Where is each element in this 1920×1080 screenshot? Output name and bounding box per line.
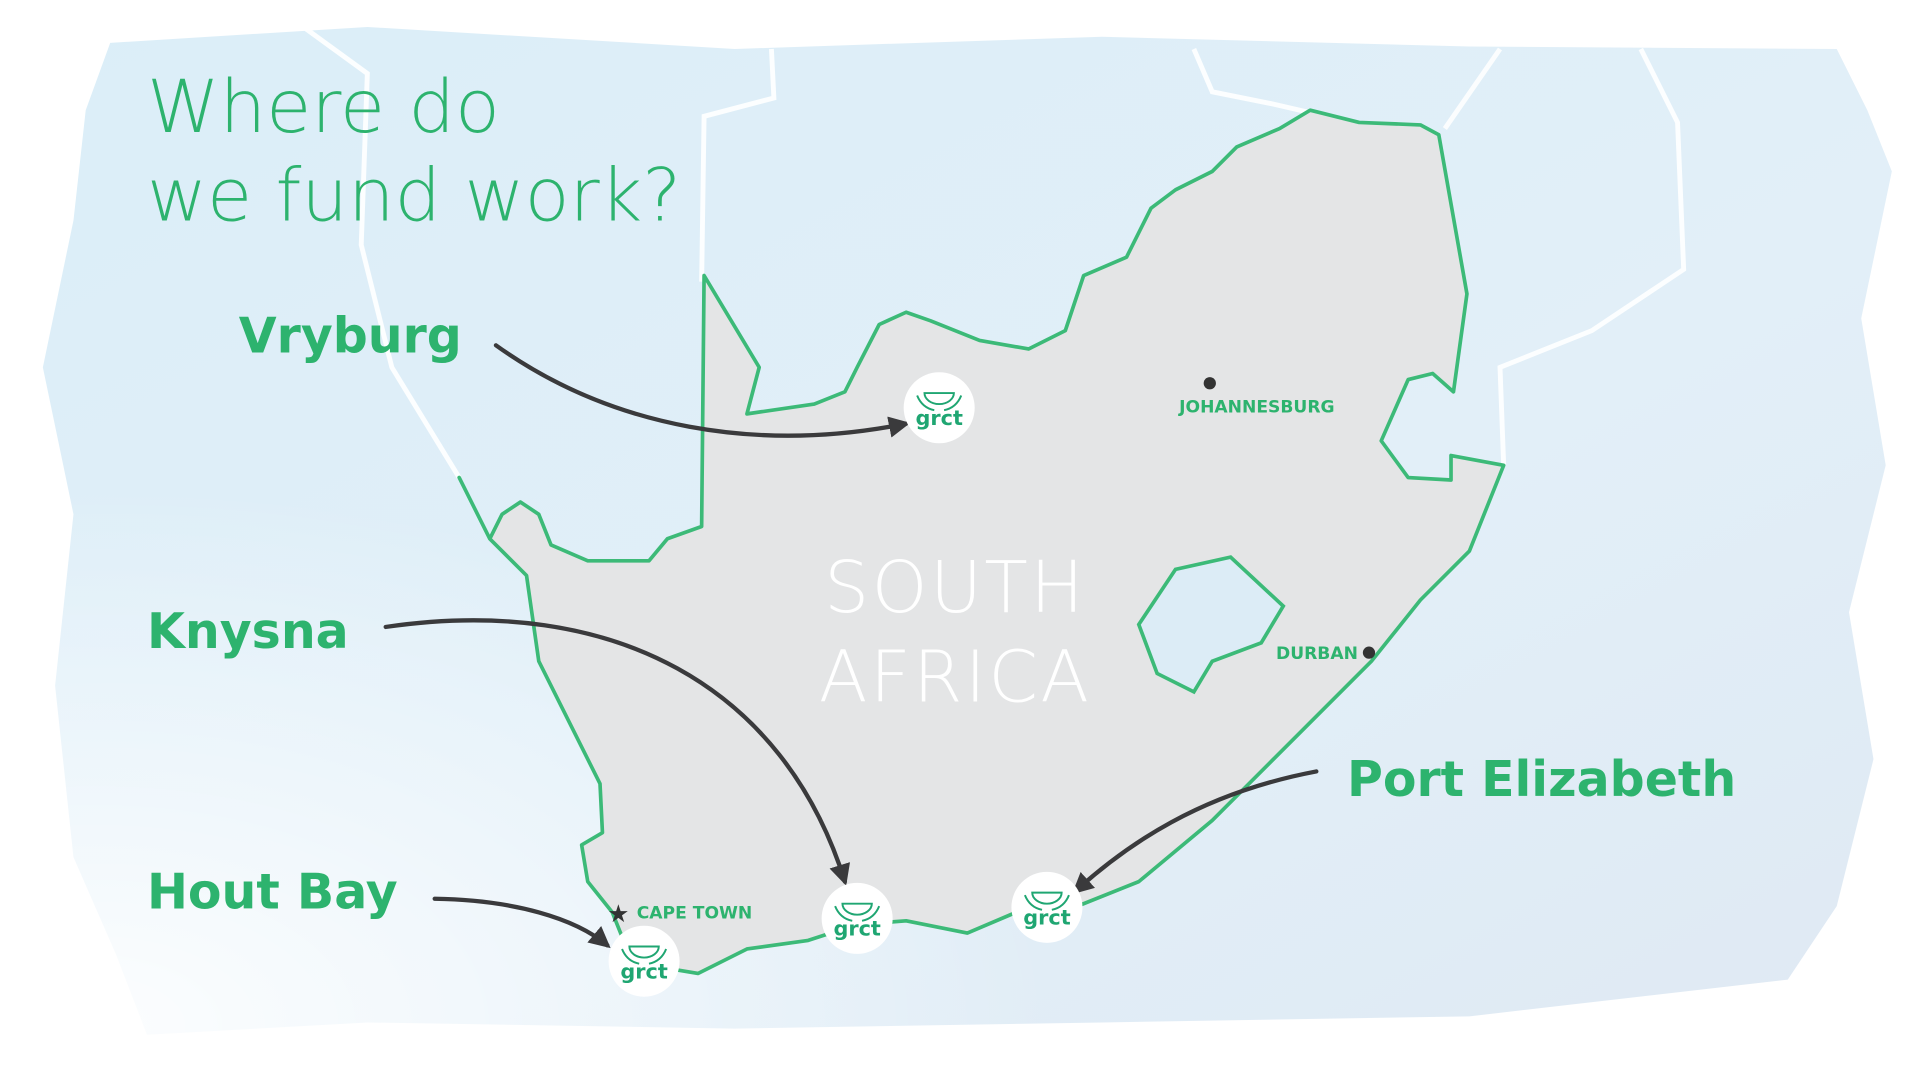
- city-johannesburg: JOHANNESBURG: [1178, 398, 1334, 418]
- hands-icon: [916, 392, 963, 412]
- logo-marker-knysna[interactable]: grct: [821, 882, 893, 954]
- hands-icon: [834, 902, 881, 922]
- arrow-hout-bay: [432, 896, 611, 949]
- country-label-line2: AFRICA: [819, 636, 1092, 719]
- lesotho: [1136, 555, 1286, 695]
- arrow-vryburg: [493, 343, 911, 438]
- location-hout-bay: Hout Bay: [147, 864, 398, 921]
- logo-marker-vryburg[interactable]: grct: [903, 372, 975, 444]
- hands-icon: [621, 945, 668, 965]
- neighbour-borders: [298, 22, 1687, 479]
- location-knysna: Knysna: [147, 603, 349, 660]
- durban-dot-icon: [1362, 646, 1376, 659]
- logo-text: grct: [1023, 905, 1070, 929]
- country-label-line1: SOUTH: [824, 546, 1086, 629]
- location-port-elizabeth: Port Elizabeth: [1347, 751, 1736, 808]
- arrow-port-elizabeth: [1071, 769, 1319, 895]
- city-cape-town: CAPE TOWN: [637, 903, 753, 923]
- title-line1: Where do: [147, 65, 500, 150]
- logo-text: grct: [833, 917, 880, 941]
- logo-marker-hout-bay[interactable]: grct: [608, 925, 680, 997]
- arrow-knysna: [383, 618, 850, 886]
- location-vryburg: Vryburg: [239, 308, 462, 365]
- title-line2: we fund work?: [147, 153, 681, 238]
- logo-text: grct: [915, 406, 962, 430]
- logo-marker-port-elizabeth[interactable]: grct: [1011, 871, 1083, 943]
- cape-town-star-icon: ★: [607, 901, 629, 928]
- hands-icon: [1023, 891, 1070, 911]
- logo-text: grct: [620, 959, 667, 983]
- city-durban: DURBAN: [1276, 644, 1358, 664]
- johannesburg-dot-icon: [1203, 377, 1216, 390]
